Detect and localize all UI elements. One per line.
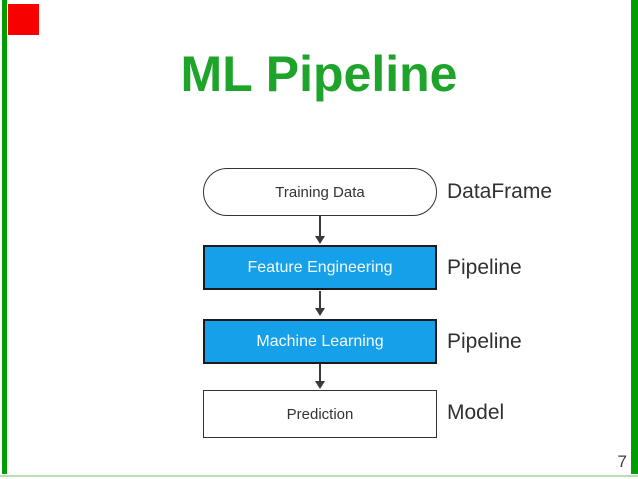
node-label: Training Data (275, 183, 365, 201)
node-prediction: Prediction (203, 390, 437, 438)
annotation-dataframe: DataFrame (447, 180, 553, 203)
node-training-data: Training Data (203, 168, 437, 216)
flow-arrow-head (315, 236, 325, 244)
node-label: Machine Learning (256, 332, 384, 350)
right-border-bar (631, 0, 638, 474)
node-feature-engineering: Feature Engineering (203, 245, 437, 290)
flow-arrow-line (319, 216, 321, 236)
annotation-pipeline-1: Pipeline (447, 256, 522, 279)
flow-arrow-head (315, 308, 325, 316)
flow-arrow-line (319, 291, 321, 308)
annotation-model: Model (447, 401, 505, 424)
node-machine-learning: Machine Learning (203, 319, 437, 364)
node-label: Prediction (286, 405, 354, 423)
left-border-bar (2, 0, 7, 474)
annotation-pipeline-2: Pipeline (447, 330, 522, 353)
node-label: Feature Engineering (247, 258, 393, 276)
slide-title: ML Pipeline (180, 46, 458, 102)
flow-arrow-head (315, 381, 325, 389)
flow-arrow-line (319, 364, 321, 381)
bottom-border-line (0, 475, 638, 477)
page-number: 7 (617, 452, 627, 471)
red-marker (8, 4, 39, 35)
